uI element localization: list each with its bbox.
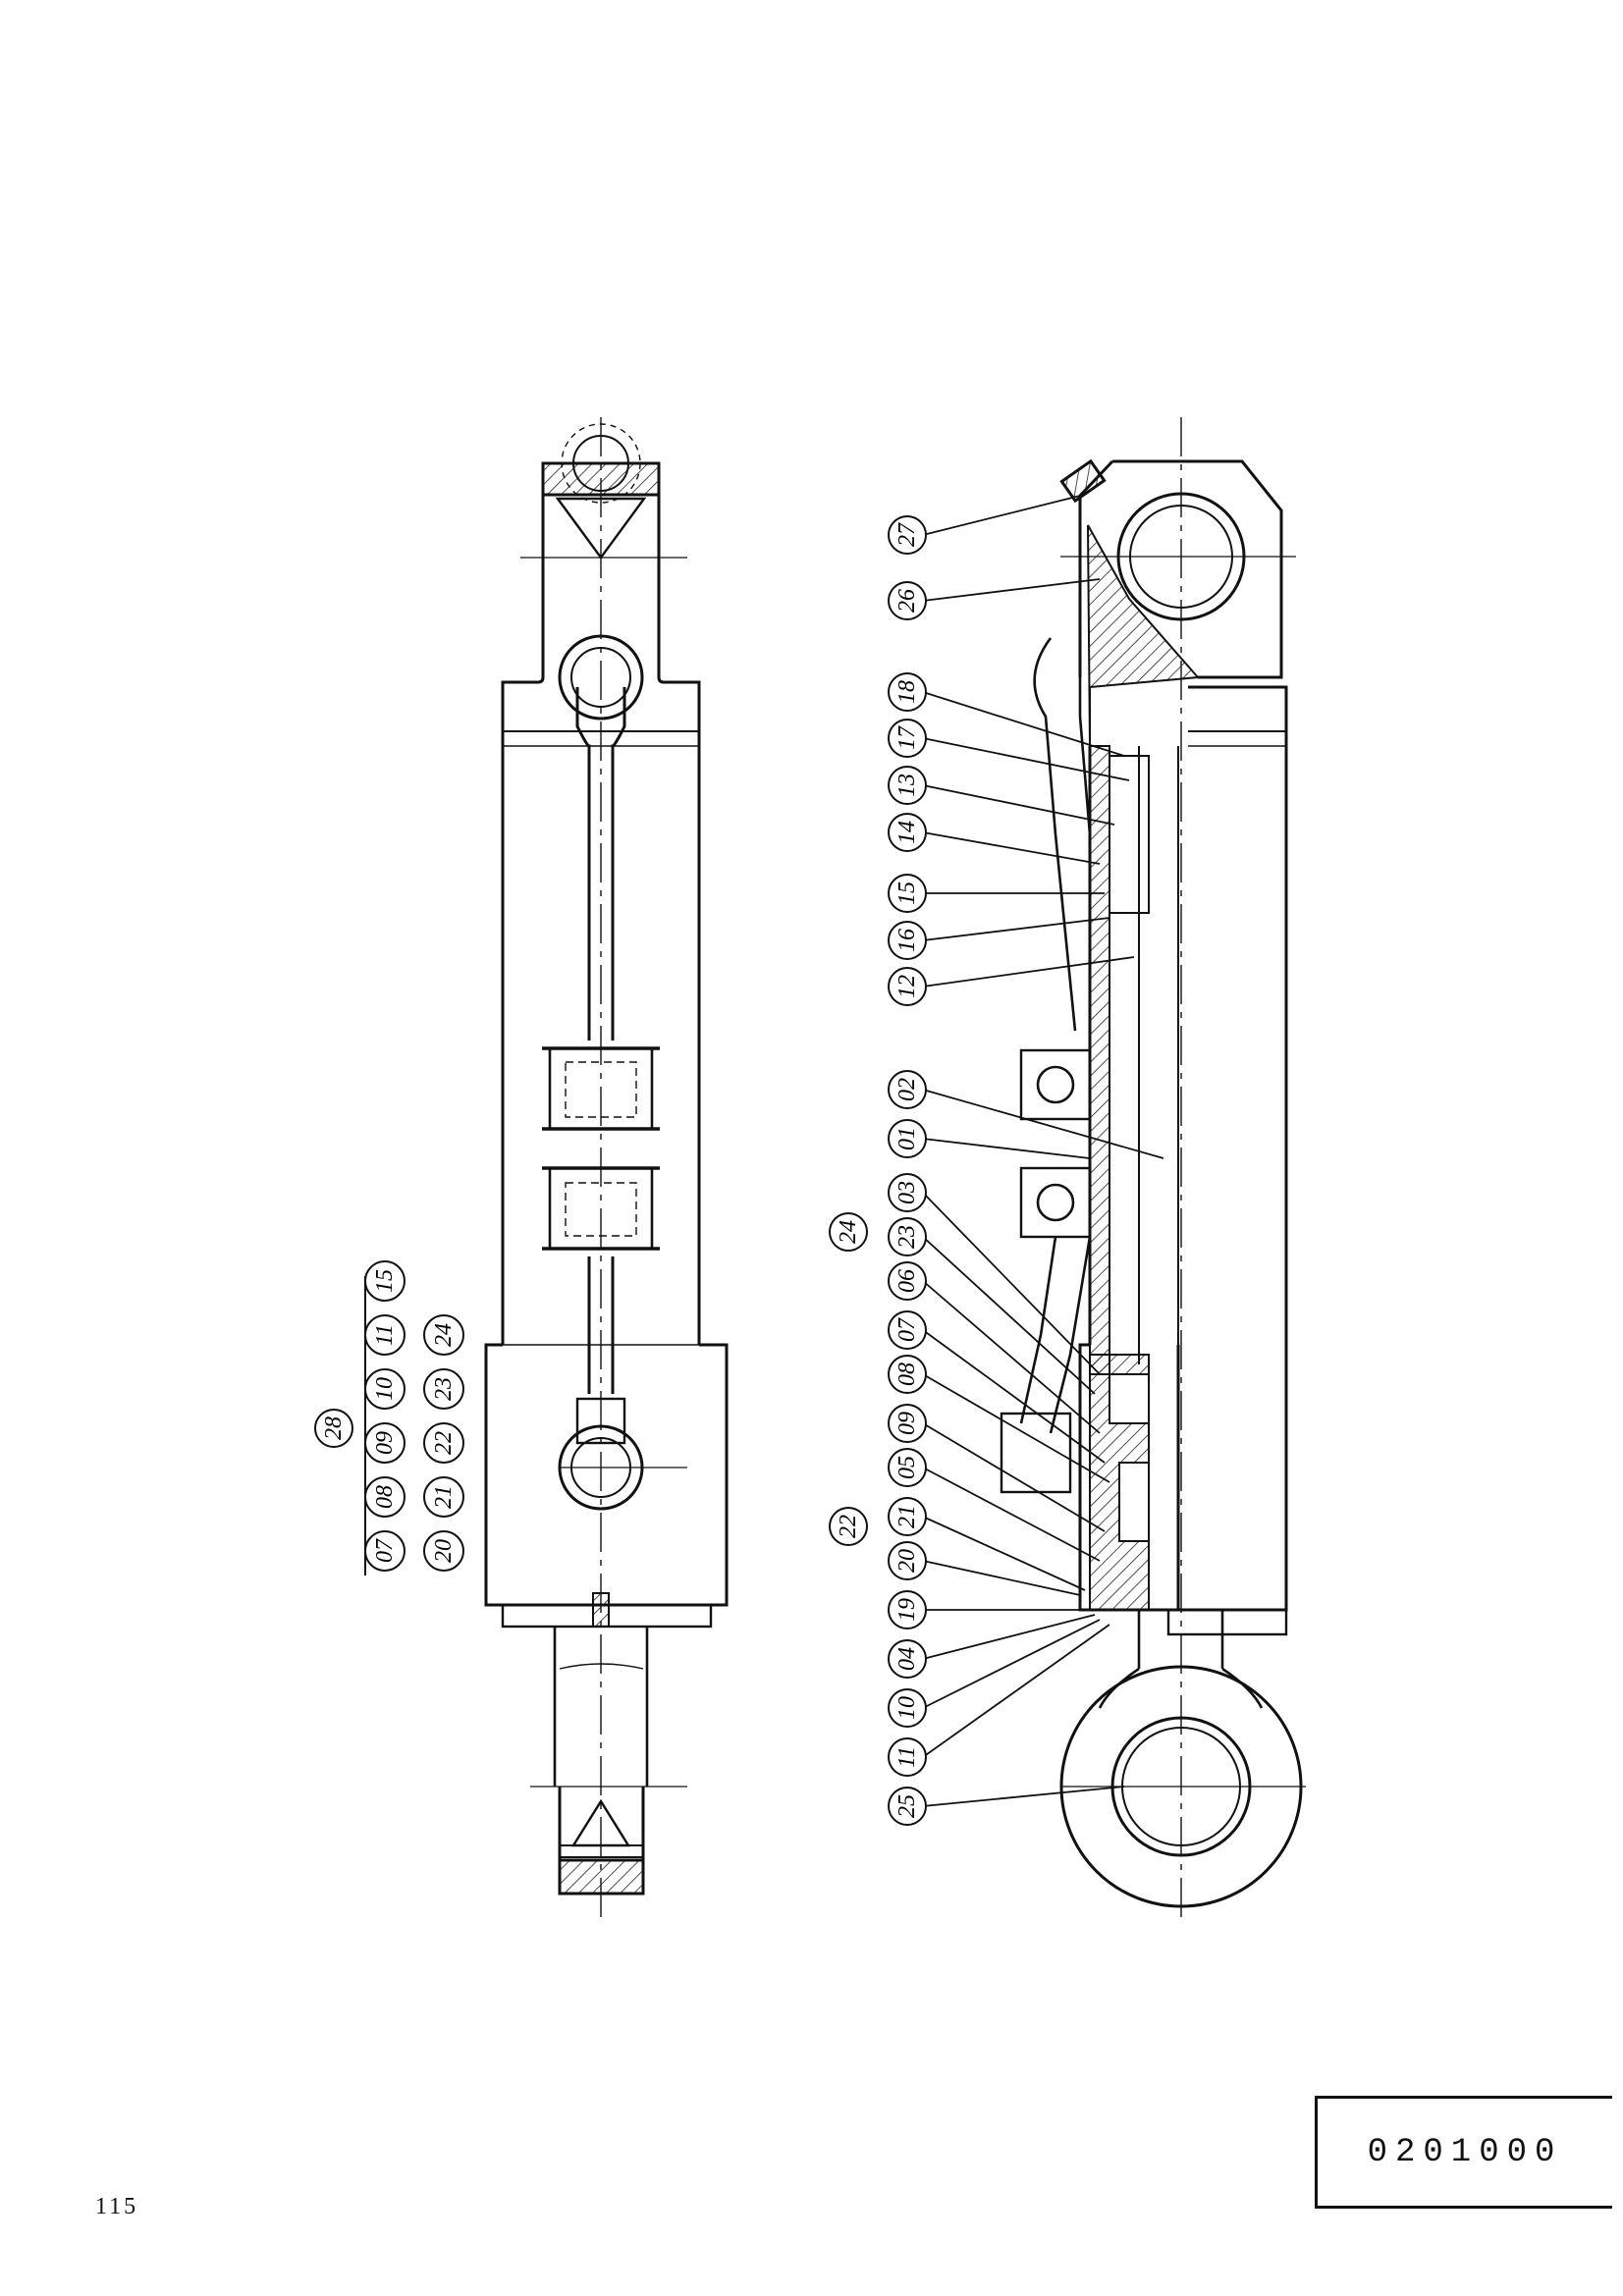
page-number: 115	[95, 2194, 139, 2219]
callout-balloon-27-label: 27	[894, 522, 920, 547]
drawing-code-box: 0201000	[1315, 2096, 1612, 2209]
callout-balloon-06: 06	[888, 1261, 927, 1301]
callout-balloon-05: 05	[888, 1448, 927, 1487]
kit-row-2: 20 21 22 23 24	[423, 1314, 464, 1572]
callout-balloon-15-label: 15	[894, 881, 920, 905]
callout-balloon-20-label: 20	[894, 1549, 920, 1573]
callout-balloon-17-label: 17	[894, 725, 920, 750]
callout-balloon-12-label: 12	[894, 975, 920, 998]
kit-balloon-23: 23	[423, 1368, 464, 1410]
kit-balloon-23-label: 23	[431, 1377, 457, 1401]
kit-balloon-09: 09	[364, 1422, 406, 1464]
group-balloon-22-label: 22	[836, 1515, 861, 1538]
group-balloons: 24 22	[829, 1212, 868, 1546]
callout-balloon-15: 15	[888, 874, 927, 913]
callout-balloon-01: 01	[888, 1119, 927, 1158]
callout-balloon-05-label: 05	[894, 1456, 920, 1479]
callout-balloon-02: 02	[888, 1070, 927, 1109]
callout-balloon-23: 23	[888, 1217, 927, 1256]
callout-balloon-14: 14	[888, 813, 927, 852]
kit-balloon-20: 20	[423, 1530, 464, 1572]
kit-balloon-15-label: 15	[372, 1269, 398, 1293]
callout-balloon-12: 12	[888, 967, 927, 1006]
callout-balloon-25-label: 25	[894, 1794, 920, 1818]
group-balloon-24: 24	[829, 1212, 868, 1252]
right-cylinder-section	[1000, 417, 1306, 1924]
callout-balloon-04: 04	[888, 1639, 927, 1679]
callout-balloon-26-label: 26	[894, 589, 920, 613]
callout-balloons: 27 26 18 17 13 14 15 16 12 02 01 03 23 06 07 08 09 05 21 20…	[888, 515, 927, 1826]
callout-balloon-21-label: 21	[894, 1505, 920, 1528]
assembly-balloon: 28	[314, 1409, 353, 1448]
callout-balloon-06-label: 06	[894, 1269, 920, 1293]
kit-balloon-10: 10	[364, 1368, 406, 1410]
callout-balloon-10-label: 10	[894, 1696, 920, 1720]
callout-balloon-03: 03	[888, 1173, 927, 1212]
callout-balloon-19: 19	[888, 1590, 927, 1629]
callout-balloon-02-label: 02	[894, 1078, 920, 1101]
callout-balloon-07: 07	[888, 1310, 927, 1350]
kit-balloon-20-label: 20	[431, 1539, 457, 1563]
callout-balloon-08-label: 08	[894, 1362, 920, 1386]
callout-balloon-26: 26	[888, 581, 927, 620]
callout-balloon-09-label: 09	[894, 1412, 920, 1435]
kit-table: 28 07 08 09 10 11 15 20 21 22 23 24	[314, 1260, 464, 1575]
callout-balloon-14-label: 14	[894, 821, 920, 844]
kit-balloon-15: 15	[364, 1260, 406, 1302]
callout-balloon-23-label: 23	[894, 1225, 920, 1249]
callout-balloon-19-label: 19	[894, 1598, 920, 1622]
callout-balloon-27: 27	[888, 515, 927, 555]
callout-balloon-03-label: 03	[894, 1181, 920, 1204]
callout-balloon-13-label: 13	[894, 774, 920, 797]
group-balloon-24-label: 24	[836, 1220, 861, 1244]
callout-balloon-09: 09	[888, 1404, 927, 1443]
kit-balloon-11: 11	[364, 1314, 406, 1356]
callout-balloon-21: 21	[888, 1497, 927, 1536]
kit-balloon-10-label: 10	[372, 1377, 398, 1401]
callout-balloon-20: 20	[888, 1541, 927, 1580]
callout-balloon-16: 16	[888, 921, 927, 960]
callout-balloon-13: 13	[888, 766, 927, 805]
callout-balloon-11-label: 11	[894, 1746, 920, 1768]
kit-balloon-08-label: 08	[372, 1485, 398, 1509]
kit-balloon-07: 07	[364, 1530, 406, 1572]
kit-balloon-21-label: 21	[431, 1485, 457, 1509]
kit-balloon-22: 22	[423, 1422, 464, 1464]
kit-balloon-24-label: 24	[431, 1323, 457, 1347]
kit-balloon-09-label: 09	[372, 1431, 398, 1455]
callout-balloon-18: 18	[888, 672, 927, 712]
assembly-balloon-label: 28	[321, 1416, 347, 1440]
callout-balloon-16-label: 16	[894, 929, 920, 952]
kit-row-1: 07 08 09 10 11 15	[364, 1260, 406, 1572]
callout-balloon-25: 25	[888, 1787, 927, 1826]
callout-balloon-10: 10	[888, 1688, 927, 1728]
kit-balloon-08: 08	[364, 1476, 406, 1518]
callout-balloon-18-label: 18	[894, 680, 920, 704]
drawing-code: 0201000	[1367, 2133, 1563, 2171]
kit-balloon-11-label: 11	[372, 1324, 398, 1346]
callout-balloon-11: 11	[888, 1737, 927, 1777]
callout-balloon-04-label: 04	[894, 1647, 920, 1671]
left-cylinder-view	[484, 417, 729, 1924]
callout-balloon-01-label: 01	[894, 1127, 920, 1150]
kit-balloon-21: 21	[423, 1476, 464, 1518]
callout-balloon-08: 08	[888, 1355, 927, 1394]
callout-leaders	[922, 495, 1164, 1807]
kit-balloon-22-label: 22	[431, 1431, 457, 1455]
callout-balloon-17: 17	[888, 719, 927, 758]
kit-balloon-07-label: 07	[372, 1538, 398, 1563]
callout-balloon-07-label: 07	[894, 1317, 920, 1342]
kit-balloon-24: 24	[423, 1314, 464, 1356]
group-balloon-22: 22	[829, 1507, 868, 1546]
